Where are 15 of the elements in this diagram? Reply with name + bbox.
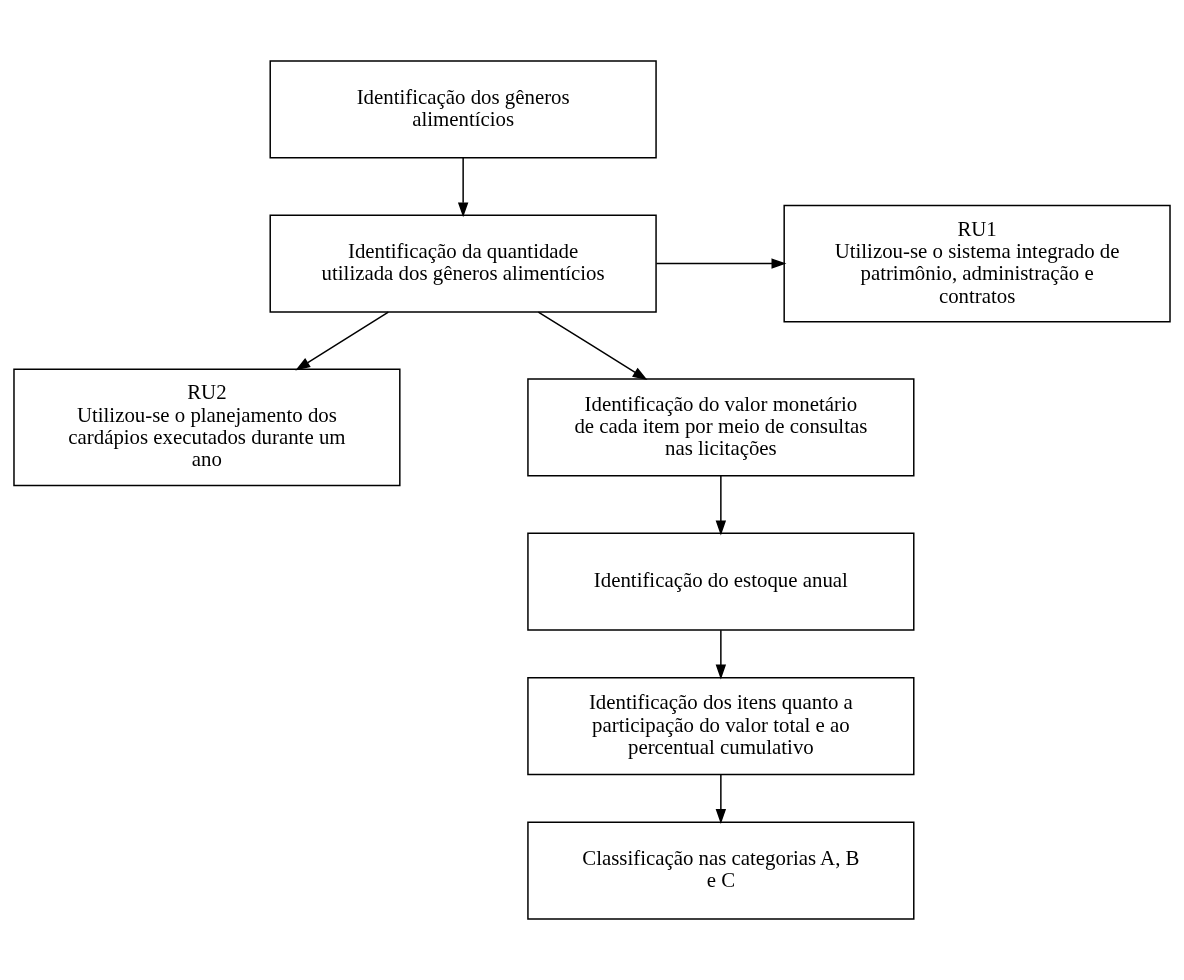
- node-box: Identificação da quantidade utilizada dos gêneros alimentícios: [269, 214, 657, 313]
- arrow: [715, 774, 727, 824]
- arrow: [537, 311, 648, 381]
- node-box: Classificação nas categorias A, B e C: [527, 821, 915, 920]
- arrow: [655, 258, 787, 269]
- node-box: Identificação do valor monetário de cada item por meio de consultas nas licitações: [527, 378, 915, 477]
- node-box: RU1 Utilizou-se o sistema integrado de patrimônio, administração e contratos: [783, 204, 1171, 323]
- node-box: RU2 Utilizou-se o planejamento dos cardápios executados durante um ano: [13, 368, 401, 487]
- arrow: [715, 475, 727, 536]
- node-box: Identificação dos itens quanto a participação do valor total e ao percentual cumulativo: [527, 676, 915, 776]
- node-box: Identificação do estoque anual: [527, 532, 915, 631]
- arrow: [715, 629, 727, 680]
- node-box: Identificação dos gêneros alimentícios: [269, 60, 657, 159]
- arrow: [457, 157, 469, 218]
- arrow: [295, 311, 390, 371]
